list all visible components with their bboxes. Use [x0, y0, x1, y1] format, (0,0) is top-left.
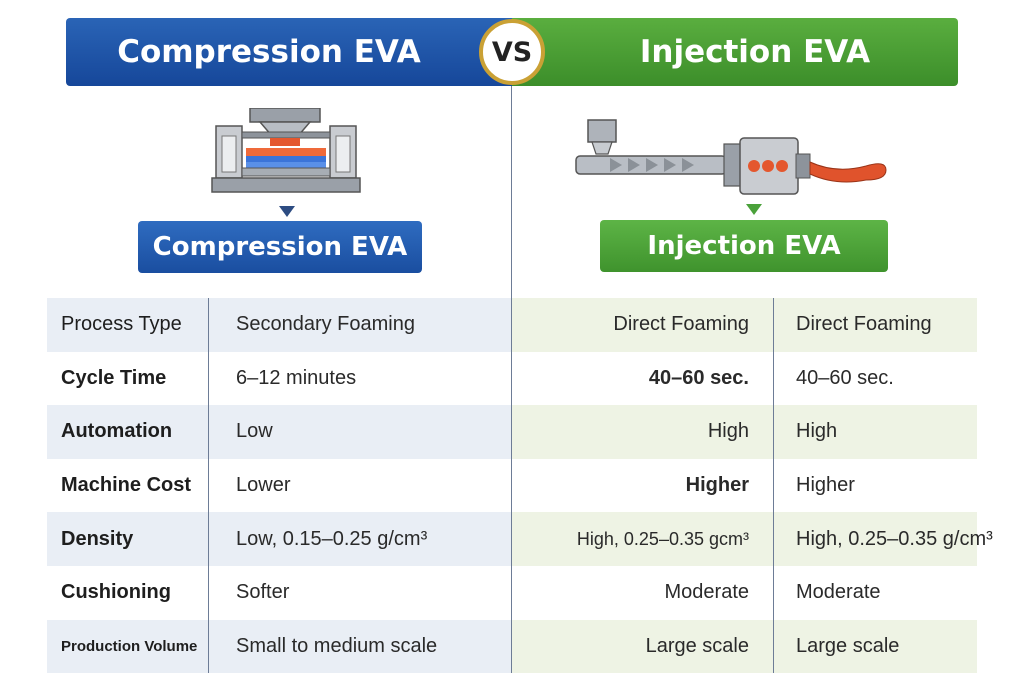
compression-value: Small to medium scale	[209, 619, 512, 674]
injection-value-alt: Direct Foaming	[774, 298, 977, 352]
injection-value-alt: High, 0.25–0.35 g/cm³	[774, 512, 993, 566]
injection-value-alt: Higher	[796, 474, 855, 497]
arrow-down-icon	[746, 204, 762, 215]
table-row: Process Type Secondary Foaming Direct Fo…	[47, 298, 977, 352]
arrow-down-icon	[279, 206, 295, 217]
center-divider	[511, 86, 512, 298]
compression-value: 6–12 minutes	[209, 351, 512, 406]
injection-value-alt: Moderate	[796, 581, 881, 604]
compression-label-text: Compression EVA	[152, 232, 408, 262]
injection-header-title: Injection EVA	[639, 34, 871, 70]
compression-value: Softer	[209, 565, 512, 620]
vs-label: VS	[491, 36, 533, 68]
injection-value-alt: Large scale	[774, 619, 977, 674]
vs-badge: VS	[479, 19, 545, 85]
injection-value: Higher	[512, 458, 774, 513]
injection-value: 40–60 sec.	[512, 351, 774, 406]
compression-header: Compression EVA	[66, 18, 512, 86]
injection-value-alt: 40–60 sec.	[796, 366, 894, 389]
row-label: Production Volume	[47, 619, 209, 674]
injection-machine-icon	[575, 119, 887, 195]
table-row: Density Low, 0.15–0.25 g/cm³ High, 0.25–…	[47, 512, 993, 566]
compression-value: Lower	[209, 458, 512, 513]
injection-label: Injection EVA	[600, 220, 888, 272]
row-label: Automation	[47, 405, 209, 459]
injection-value: High, 0.25–0.35 gcm³	[512, 512, 774, 566]
table-row: Production Volume Small to medium scale …	[47, 619, 977, 674]
injection-value: Moderate	[512, 565, 774, 620]
compression-header-title: Compression EVA	[117, 34, 421, 70]
injection-value: Large scale	[512, 619, 774, 674]
injection-value-alt: High	[774, 405, 977, 459]
table-row: Cycle Time 6–12 minutes 40–60 sec. 40–60…	[47, 351, 977, 406]
table-row: Machine Cost Lower Higher Higher	[47, 458, 977, 513]
row-label: Density	[47, 512, 209, 566]
row-label: Process Type	[47, 298, 209, 352]
injection-label-text: Injection EVA	[647, 231, 841, 261]
compression-value: Low, 0.15–0.25 g/cm³	[209, 512, 512, 566]
injection-value: Direct Foaming	[512, 298, 774, 352]
injection-value: High	[512, 405, 774, 459]
comparison-table: Process Type Secondary Foaming Direct Fo…	[47, 298, 993, 674]
compression-label: Compression EVA	[138, 221, 422, 273]
compression-value: Secondary Foaming	[209, 298, 512, 352]
table-row: Automation Low High High	[47, 405, 977, 459]
compression-mold-icon	[211, 108, 361, 193]
row-label: Cushioning	[47, 565, 209, 620]
row-label: Machine Cost	[47, 458, 209, 513]
compression-value: Low	[209, 405, 512, 459]
row-label: Cycle Time	[47, 351, 209, 406]
table-row: Cushioning Softer Moderate Moderate	[47, 565, 977, 620]
injection-header: Injection EVA	[512, 18, 958, 86]
